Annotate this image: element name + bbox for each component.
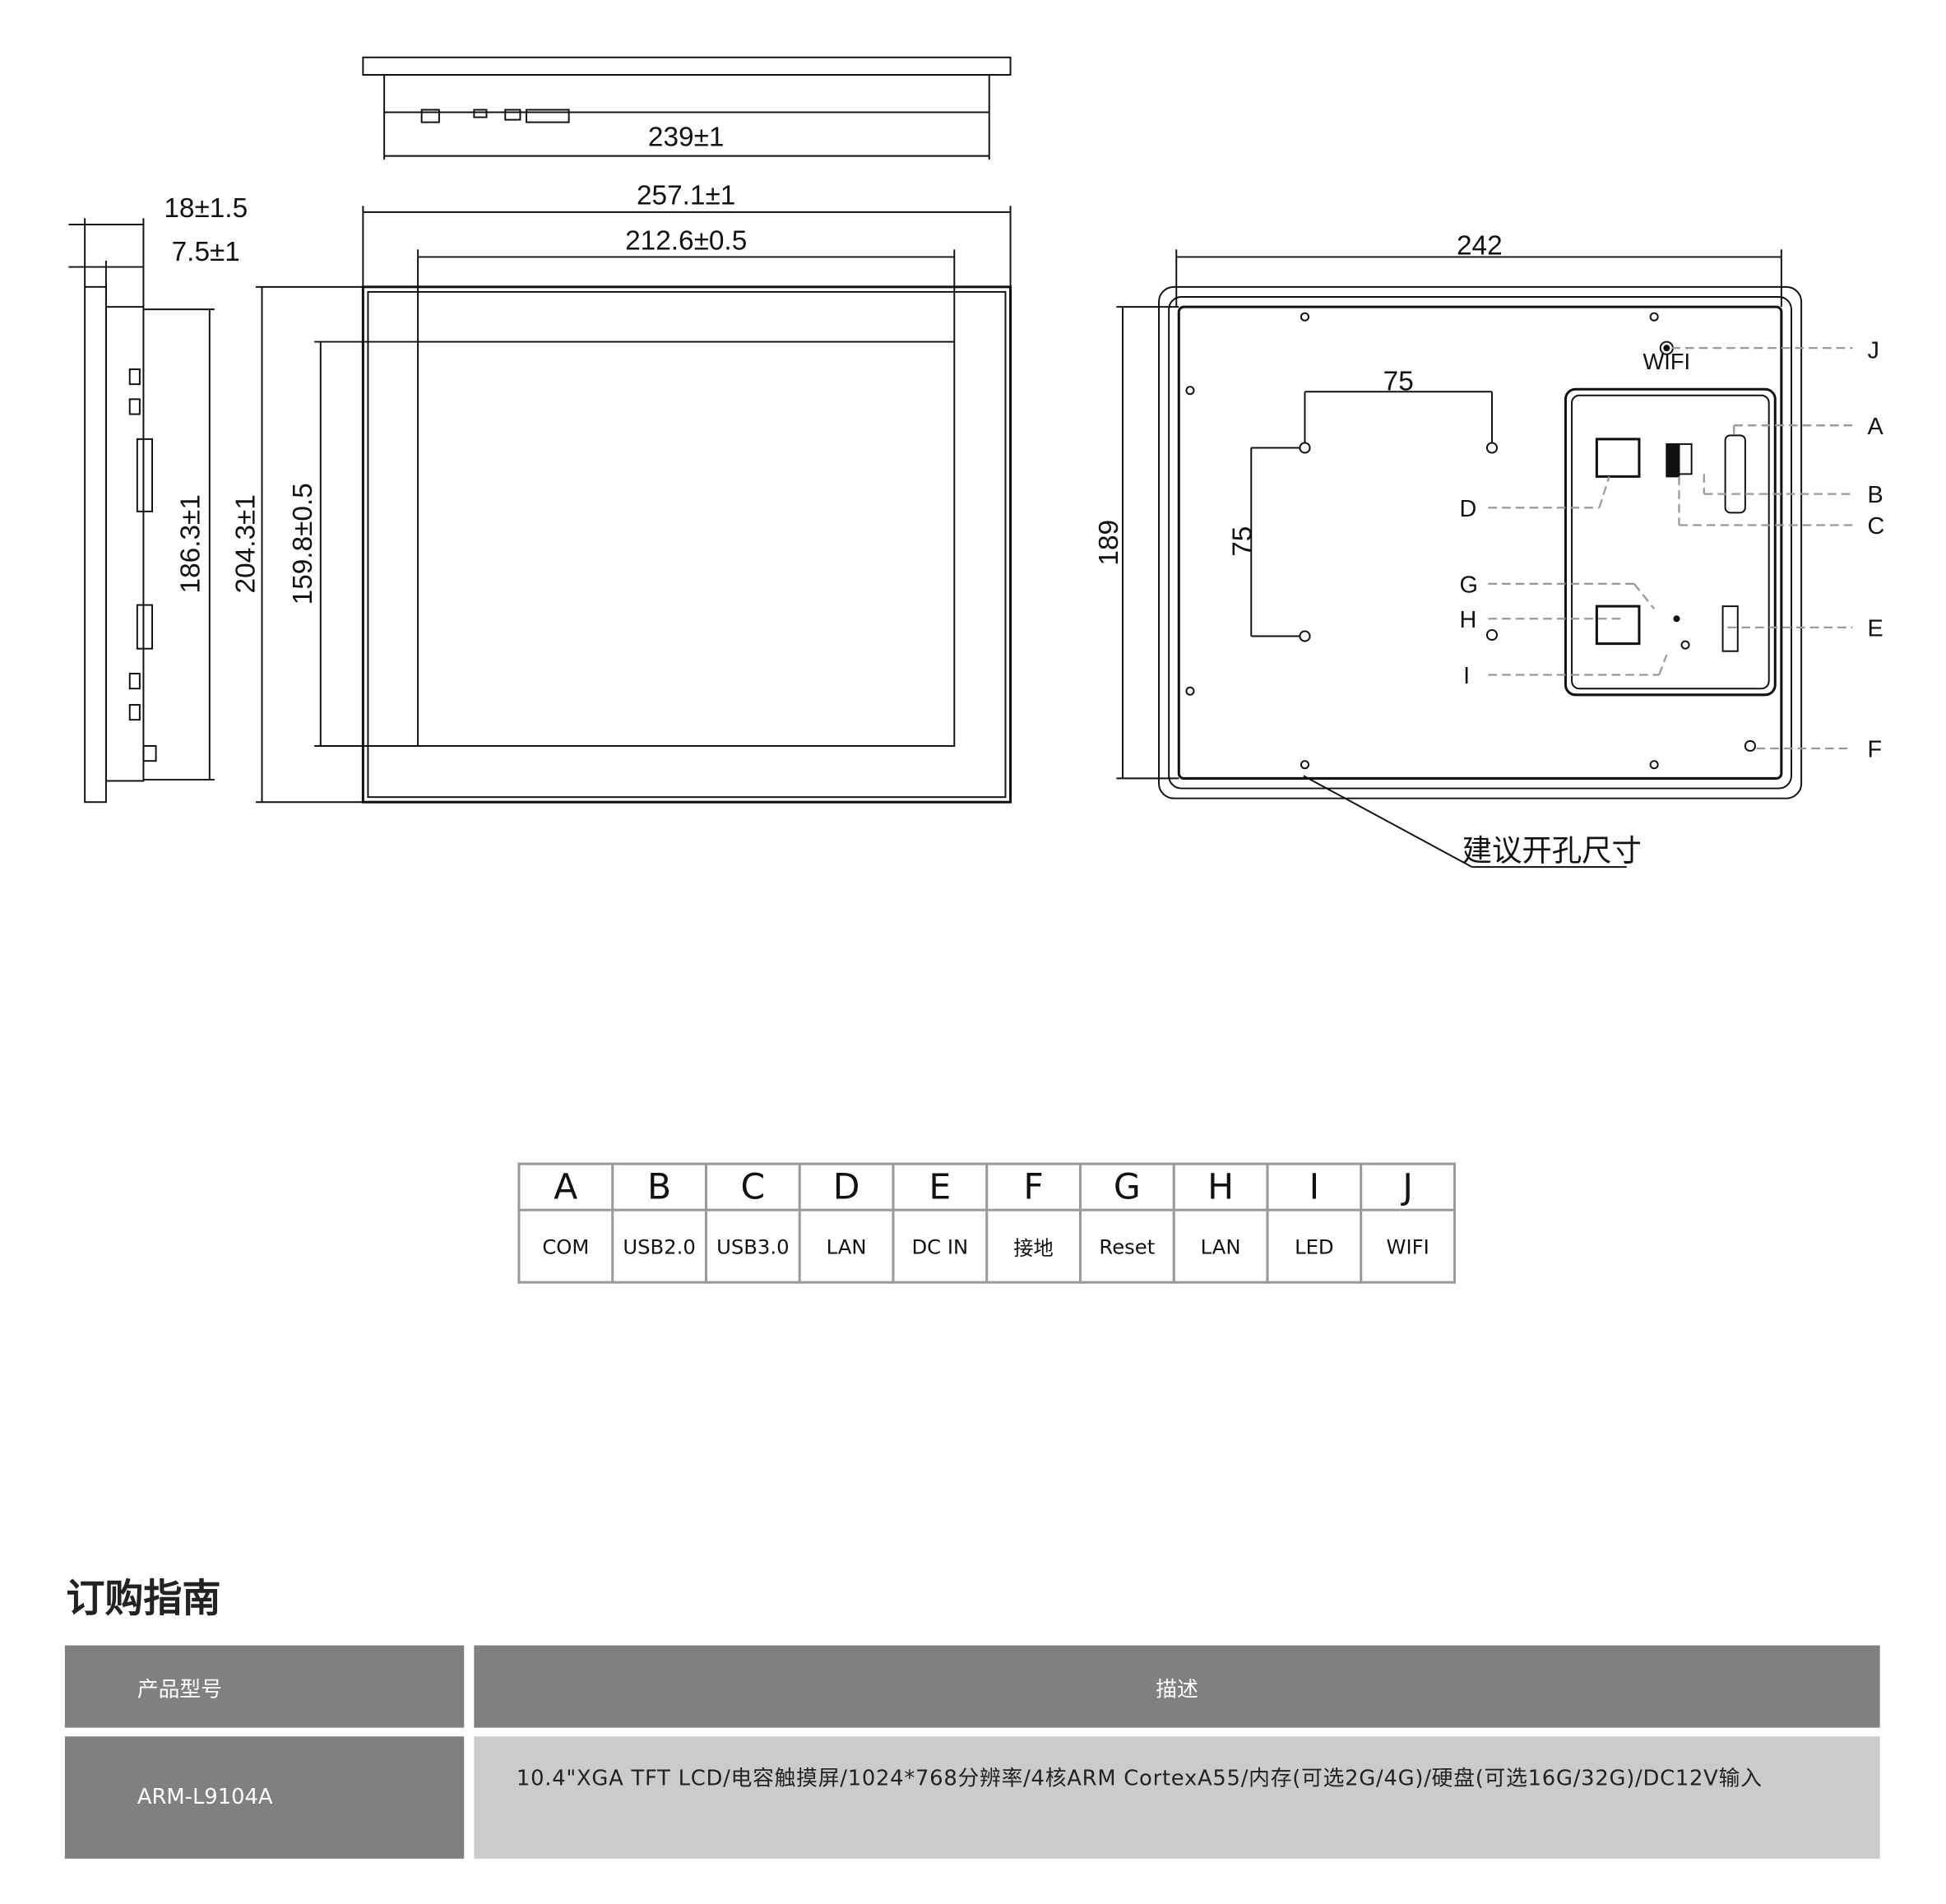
technical-drawing: 239±1 257.1±1 212.6±0.5 159.8±0.5 204.3±… <box>68 56 1885 869</box>
letter-cell: D <box>798 1162 895 1211</box>
back-view: 242 189 75 75 WIFI 建议开孔尺寸 <box>1094 230 1853 869</box>
callout-H: H <box>1460 607 1477 633</box>
dim-vesa-v: 75 <box>1227 526 1258 557</box>
letter-cell: A <box>517 1162 614 1211</box>
letter-cell: C <box>704 1162 801 1211</box>
dim-159: 159.8±0.5 <box>288 483 318 605</box>
callout-I: I <box>1463 663 1470 689</box>
name-cell: Reset <box>1078 1208 1175 1284</box>
dim-204: 204.3±1 <box>230 494 261 593</box>
name-cell: DC IN <box>892 1208 989 1284</box>
letter-cell: J <box>1360 1162 1456 1211</box>
letter-cell: B <box>611 1162 707 1211</box>
name-cell: LAN <box>1172 1208 1269 1284</box>
callout-J: J <box>1868 337 1879 364</box>
row-model: ARM-L9104A <box>64 1736 465 1859</box>
dim-242: 242 <box>1457 230 1503 261</box>
name-cell: COM <box>517 1208 614 1284</box>
callout-letters: J A B C E F D G H I <box>1460 337 1885 762</box>
callout-F: F <box>1868 737 1883 763</box>
side-view: 18±1.5 7.5±1 186.3±1 <box>68 193 248 804</box>
letter-cell: F <box>985 1162 1082 1211</box>
name-cell: USB2.0 <box>611 1208 707 1284</box>
connector-name-row: COM USB2.0 USB3.0 LAN DC IN 接地 Reset LAN… <box>517 1208 1456 1284</box>
connector-table: A B C D E F G H I J COM USB2.0 USB3.0 LA… <box>517 1162 1456 1284</box>
dim-18: 18±1.5 <box>164 193 248 224</box>
name-cell: WIFI <box>1360 1208 1456 1284</box>
header-model: 产品型号 <box>64 1645 465 1728</box>
ordering-title: 订购指南 <box>66 1577 221 1622</box>
top-view: 239±1 <box>362 56 1012 160</box>
dim-239: 239±1 <box>648 122 725 152</box>
name-cell: LAN <box>798 1208 895 1284</box>
callout-A: A <box>1868 414 1884 440</box>
callout-B: B <box>1868 482 1883 508</box>
cutout-note: 建议开孔尺寸 <box>1462 834 1642 868</box>
row-description: 10.4"XGA TFT LCD/电容触摸屏/1024*768分辨率/4核ARM… <box>474 1736 1880 1859</box>
name-cell: LED <box>1266 1208 1363 1284</box>
letter-cell: G <box>1078 1162 1175 1211</box>
dim-189: 189 <box>1094 520 1124 566</box>
letter-cell: E <box>892 1162 989 1211</box>
connector-letter-row: A B C D E F G H I J <box>517 1162 1456 1211</box>
name-cell: 接地 <box>985 1208 1082 1284</box>
callout-D: D <box>1460 496 1477 522</box>
header-description: 描述 <box>474 1645 1880 1728</box>
callout-E: E <box>1868 616 1883 642</box>
dim-257: 257.1±1 <box>637 181 735 211</box>
dim-186: 186.3±1 <box>176 494 206 593</box>
dim-212: 212.6±0.5 <box>625 225 747 256</box>
dim-7-5: 7.5±1 <box>172 237 240 267</box>
front-view: 257.1±1 212.6±0.5 159.8±0.5 204.3±1 <box>230 181 1012 804</box>
name-cell: USB3.0 <box>704 1208 801 1284</box>
dim-vesa-h: 75 <box>1383 367 1414 397</box>
callout-G: G <box>1460 572 1478 598</box>
wifi-port-label: WIFI <box>1643 349 1691 374</box>
callout-C: C <box>1868 513 1885 540</box>
letter-cell: H <box>1172 1162 1269 1211</box>
letter-cell: I <box>1266 1162 1363 1211</box>
